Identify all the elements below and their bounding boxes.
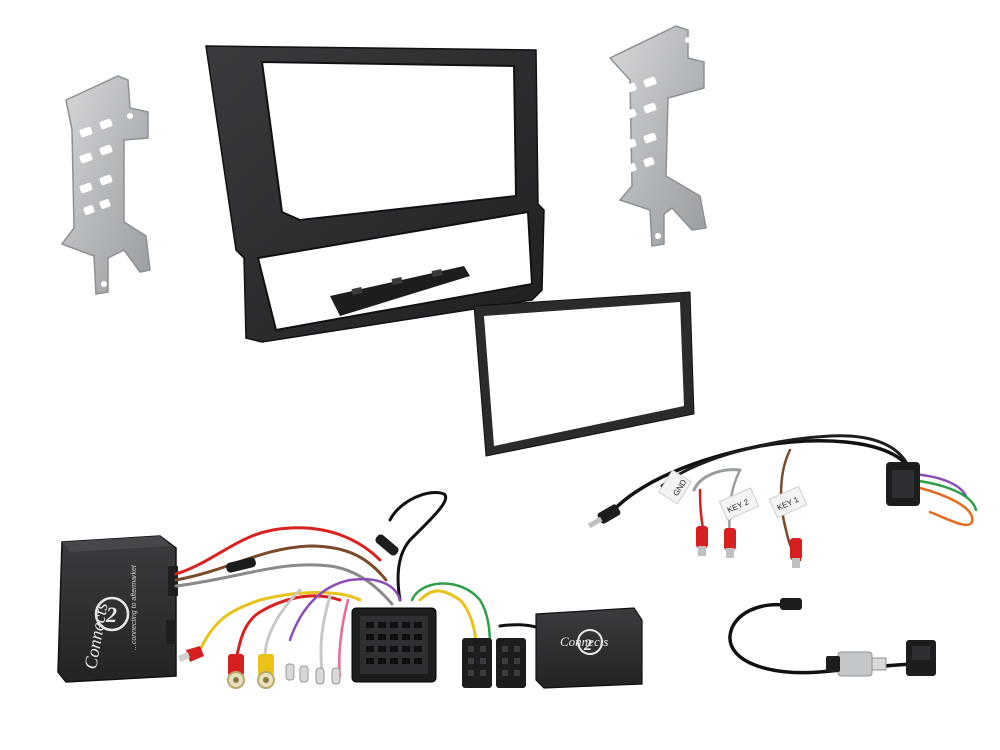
antenna-adapter-lead	[728, 598, 936, 677]
iso-connectors	[462, 638, 526, 688]
double-din-surround-frame	[473, 291, 695, 457]
brand-tagline: ...connecting to aftermarket	[131, 564, 138, 650]
iso-antenna-plug	[906, 640, 936, 676]
iso-steering-connector	[886, 462, 920, 506]
rca-plug-red	[227, 654, 245, 689]
stalk-box-logo-text: Connects	[560, 634, 608, 649]
bullet-connectors	[285, 663, 341, 685]
right-mounting-bracket	[608, 25, 707, 247]
interface-harness-wires	[174, 491, 542, 678]
double-din-fascia-panel	[205, 45, 545, 343]
heatshrink-sleeve	[375, 534, 399, 556]
rca-plugs	[178, 646, 341, 689]
quadlock-vehicle-connector	[351, 607, 437, 683]
jack-plug-3-5mm	[587, 504, 621, 529]
cable-tag-key2: KEY 2	[718, 487, 760, 521]
brand-logo-numeral: 2	[105, 602, 117, 627]
din-antenna-plug	[826, 651, 887, 677]
cable-tag-gnd: GND	[658, 469, 692, 505]
stalk-interface-box: Connects 2	[535, 607, 643, 689]
spade-terminal	[178, 646, 204, 662]
heatshrink-sleeve	[226, 557, 256, 573]
steering-control-interface-box: Connects 2 ...connecting to aftermarket	[57, 535, 178, 683]
left-mounting-bracket	[60, 75, 151, 295]
rca-plug-yellow	[257, 654, 275, 689]
red-bullet-terminals	[696, 526, 802, 568]
stalk-box-logo-numeral: 2	[583, 637, 592, 654]
cable-tag-key1: KEY 1	[768, 485, 808, 519]
